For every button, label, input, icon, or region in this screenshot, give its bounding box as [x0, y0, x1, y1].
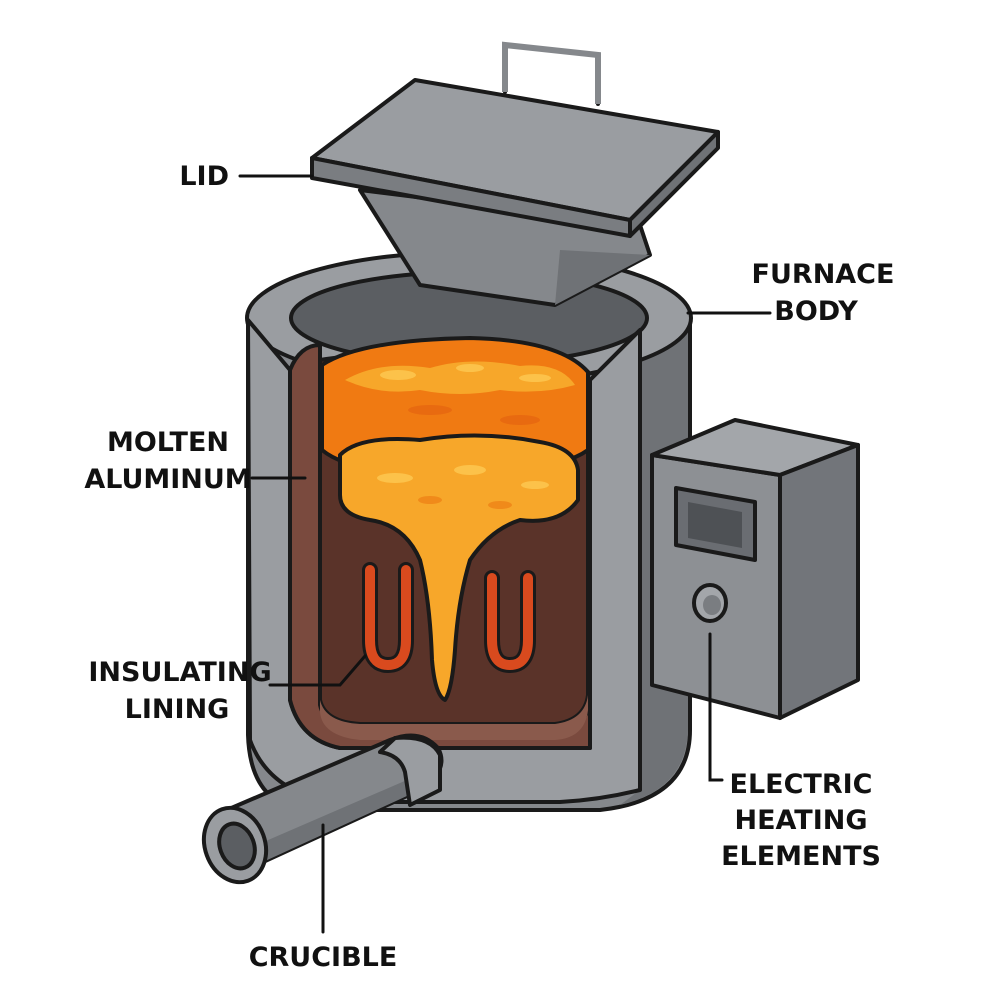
molten-aluminum [320, 336, 590, 702]
label-electric-heating-line2: HEATING [734, 805, 867, 836]
leader-electric-heating [708, 632, 724, 782]
label-molten-aluminum-line2: ALUMINUM [84, 464, 251, 495]
heating-elements [362, 562, 536, 674]
lid [310, 41, 720, 307]
leader-insulating-lining [268, 654, 367, 687]
control-box [650, 418, 860, 720]
label-lid: LID [179, 161, 229, 192]
label-electric-heating-line1: ELECTRIC [730, 769, 873, 800]
labels: LID FURNACE BODY MOLTEN ALUMINUM INSULAT… [84, 161, 894, 973]
leader-lines [238, 174, 772, 934]
label-molten-aluminum-line1: MOLTEN [107, 427, 229, 458]
label-electric-heating-line3: ELEMENTS [721, 841, 881, 872]
label-crucible: CRUCIBLE [249, 942, 398, 973]
label-furnace-body-line1: FURNACE [752, 259, 895, 290]
label-insulating-lining-line1: INSULATING [88, 657, 271, 688]
label-furnace-body-line2: BODY [774, 296, 858, 327]
spout-pipe [201, 733, 444, 885]
label-insulating-lining-line2: LINING [125, 694, 230, 725]
